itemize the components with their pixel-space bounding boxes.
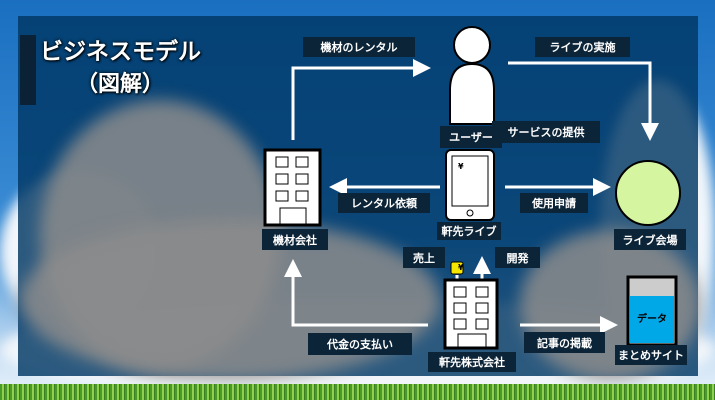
- page-title: ビジネスモデル: [40, 39, 201, 65]
- node-label-venue: ライブ会場: [614, 229, 686, 250]
- database-icon: [626, 275, 678, 347]
- edge-label-equipment-rental: 機材のレンタル: [303, 37, 415, 57]
- arrow-equipment-rental: [291, 59, 431, 140]
- edge-label-payment: 代金の支払い: [308, 333, 412, 355]
- node-label-summary-site: まとめサイト: [615, 345, 687, 365]
- node-label-user: ユーザー: [440, 126, 502, 148]
- yen-symbol: ¥: [458, 162, 464, 171]
- grass-strip: [0, 384, 715, 400]
- edge-label-development: 開発: [495, 247, 540, 268]
- edge-label-service-provision: サービスの提供: [492, 121, 600, 143]
- venue-icon: [615, 160, 681, 226]
- building-icon: [263, 148, 322, 227]
- edge-label-article-posting: 記事の掲載: [524, 332, 605, 353]
- node-label-app: 軒先ライブ: [437, 222, 501, 240]
- building-icon: [443, 278, 499, 350]
- edge-label-live-performance: ライブの実施: [535, 37, 630, 57]
- edge-label-sales: 売上: [403, 247, 445, 268]
- arrow-live-performance: [508, 61, 659, 141]
- page-subtitle: （図解）: [76, 72, 165, 97]
- yen-symbol: ¥: [458, 263, 464, 272]
- edge-label-rental-request: レンタル依頼: [338, 193, 430, 213]
- arrow-payment: [284, 259, 428, 327]
- smartphone-icon: [445, 149, 495, 221]
- node-label-company: 軒先株式会社: [428, 352, 516, 372]
- user-icon: [449, 26, 495, 125]
- node-label-equipment-company: 機材会社: [262, 229, 328, 250]
- yen-icon: [450, 261, 464, 275]
- data-label: データ: [637, 314, 667, 325]
- edge-label-usage-application: 使用申請: [520, 193, 588, 213]
- title-accent-bar: [20, 35, 36, 105]
